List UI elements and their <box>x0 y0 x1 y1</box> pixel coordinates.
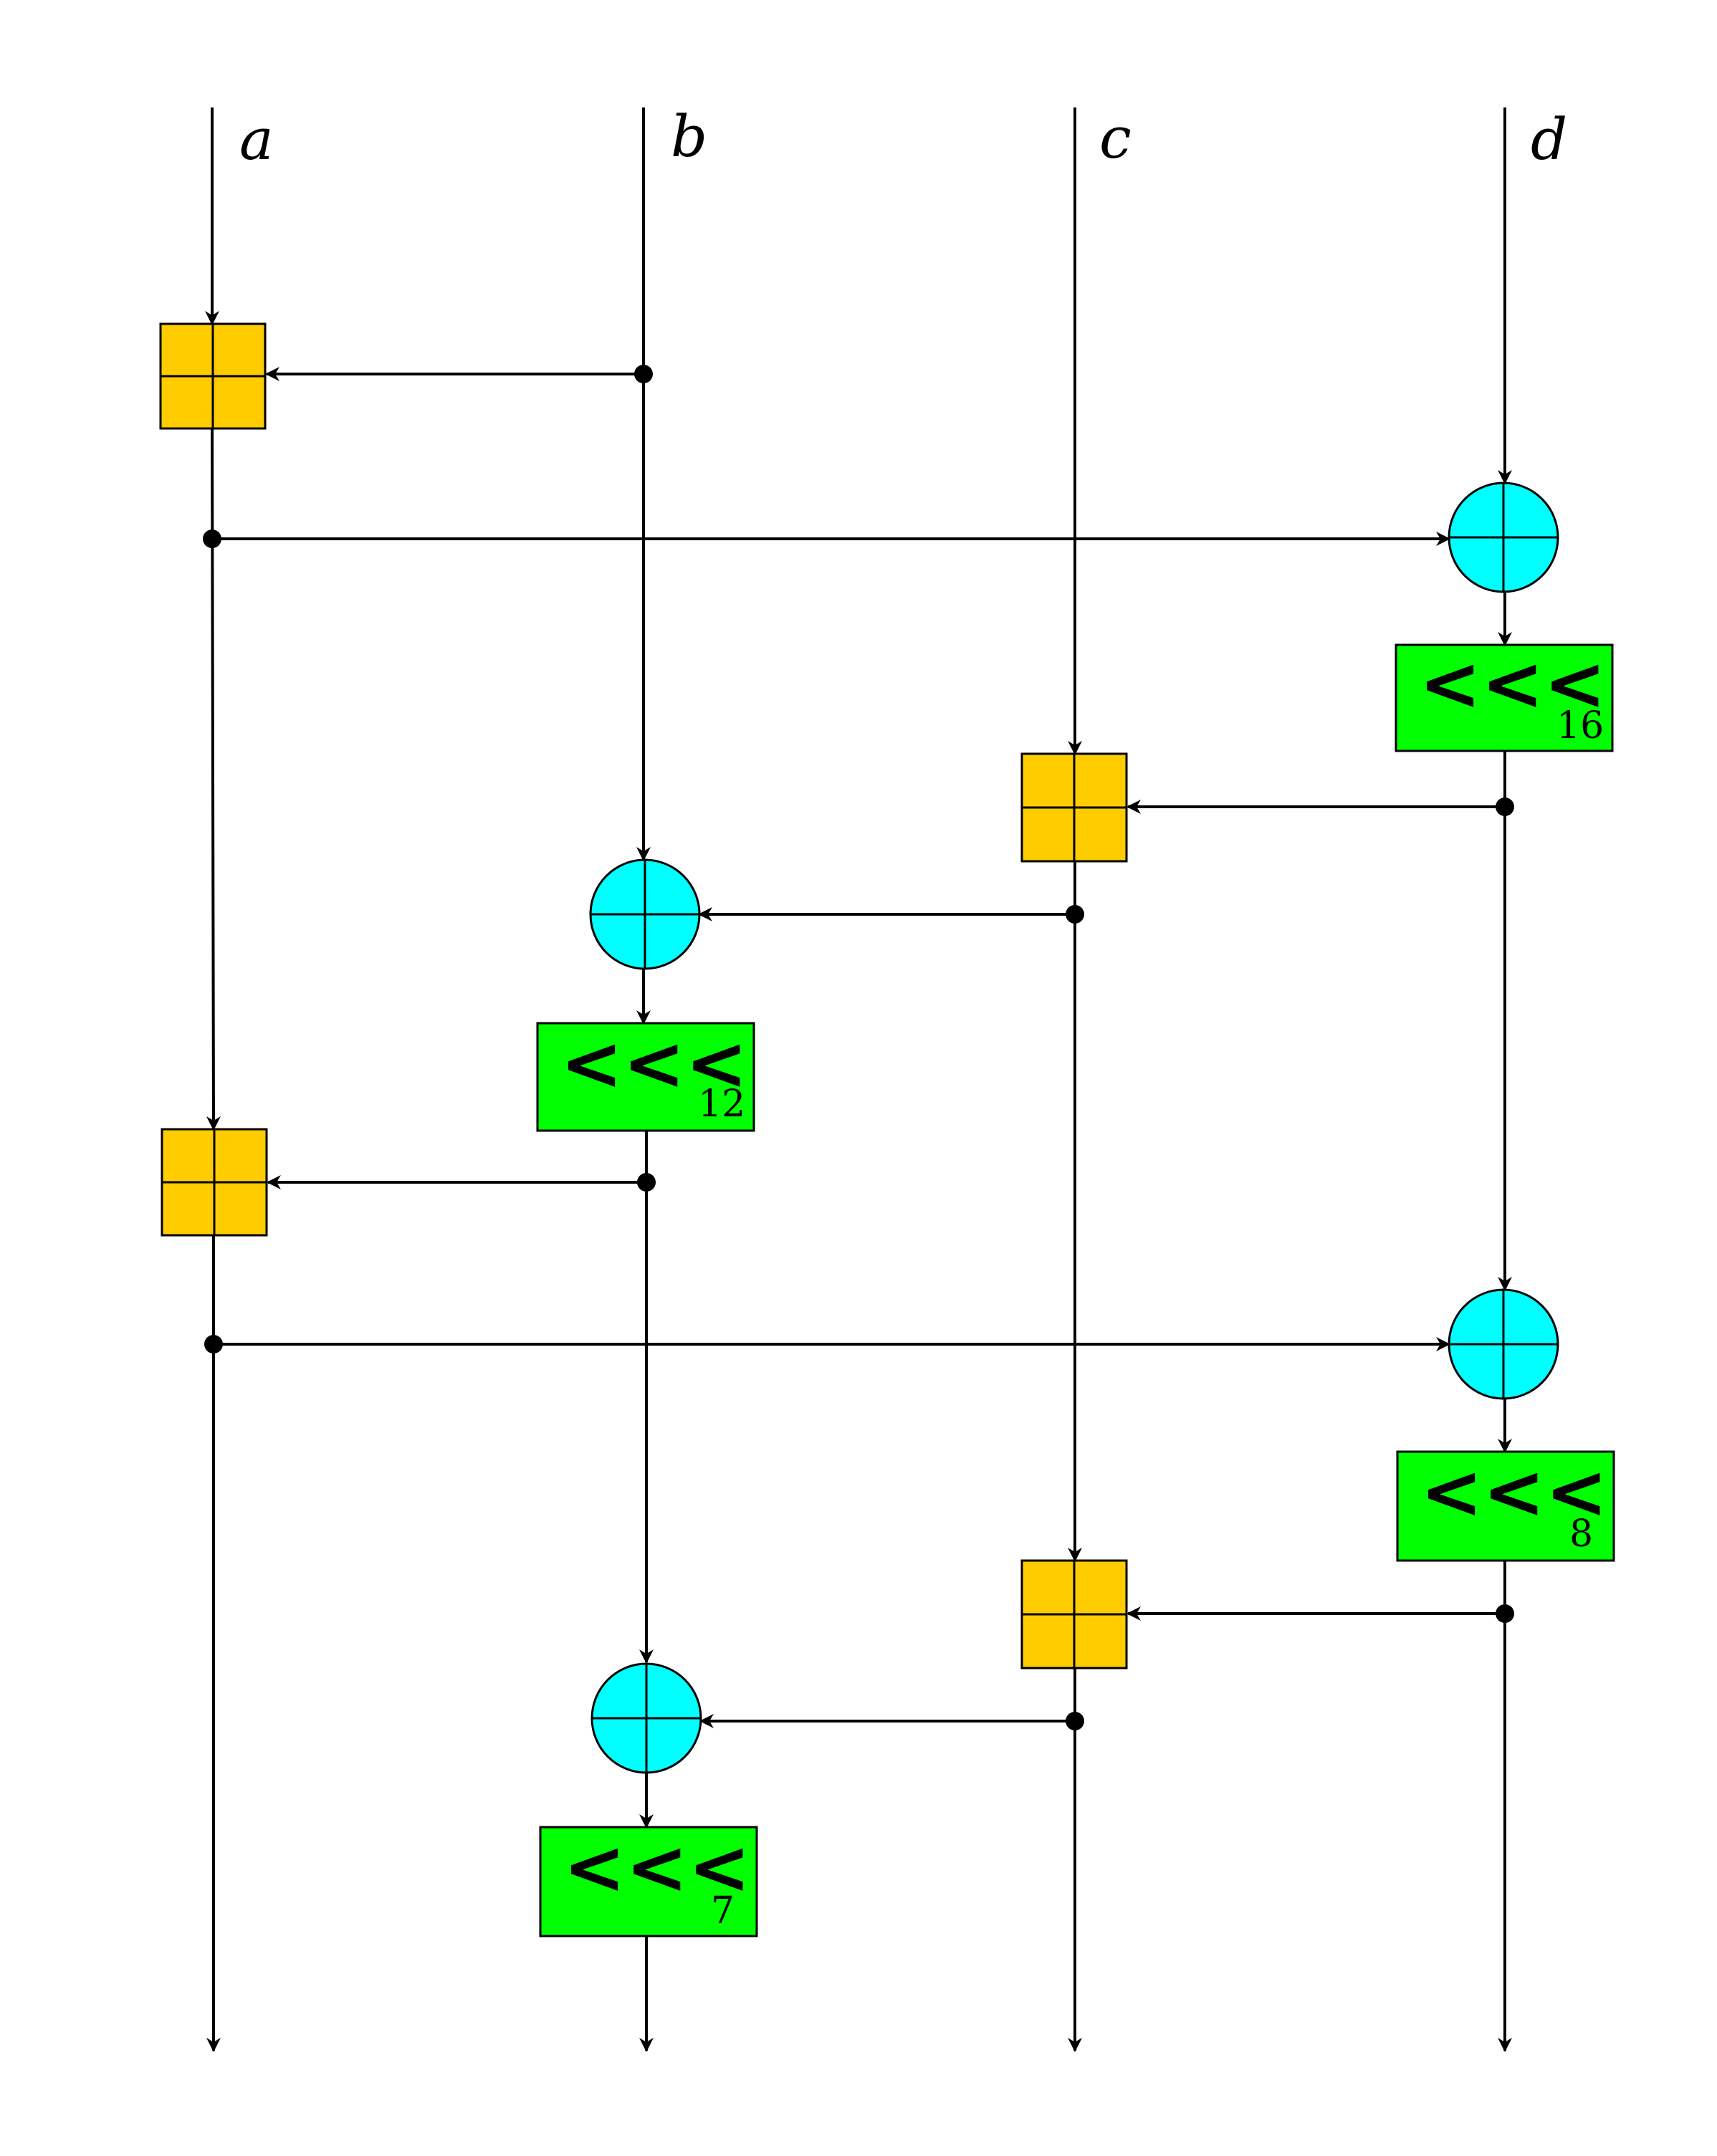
xor-node <box>1448 1288 1559 1400</box>
rotate-node: <<< 8 <box>1396 1448 1615 1562</box>
cross-lane-feeds <box>212 367 1505 1728</box>
rotate-node: <<< 12 <box>536 1020 755 1132</box>
lane-label-d: d <box>1531 106 1567 173</box>
add-node <box>1020 1559 1128 1669</box>
add-node <box>1020 752 1128 863</box>
lane-label-a: a <box>239 106 274 173</box>
add-node <box>161 1128 268 1237</box>
lane-label-c: c <box>1099 105 1132 171</box>
lane-b-wires <box>636 107 654 2052</box>
rotate-symbol: <<< <box>1420 1448 1607 1535</box>
rotate-amount: 12 <box>698 1083 745 1126</box>
xor-node <box>590 1662 702 1774</box>
rotate-amount: 8 <box>1569 1513 1593 1556</box>
rotate-symbol: <<< <box>1419 640 1606 727</box>
xor-node <box>1448 481 1559 593</box>
lane-label-b: b <box>671 103 707 170</box>
junction-dots <box>203 365 1514 1730</box>
rotate-node: <<< 7 <box>539 1824 758 1937</box>
xor-node <box>589 858 701 970</box>
rotate-amount: 16 <box>1556 704 1604 747</box>
rotate-symbol: <<< <box>560 1020 747 1107</box>
add-node <box>159 322 267 430</box>
rotate-node: <<< 16 <box>1395 640 1614 752</box>
rotate-amount: 7 <box>711 1889 735 1932</box>
rotate-symbol: <<< <box>563 1824 750 1911</box>
